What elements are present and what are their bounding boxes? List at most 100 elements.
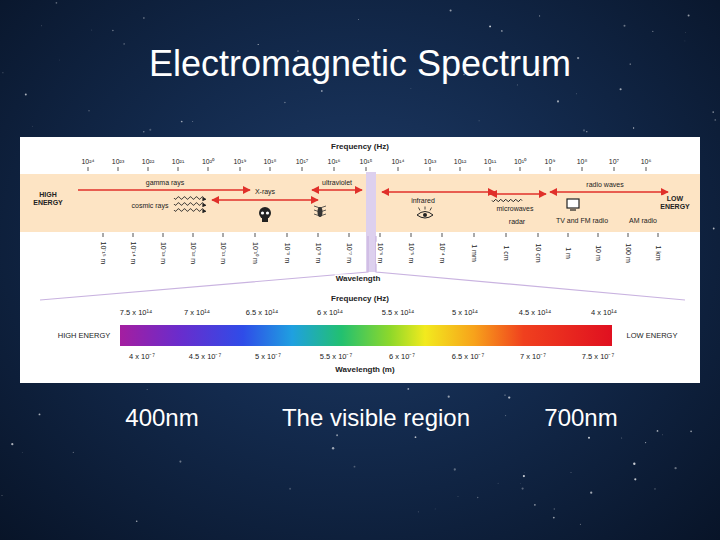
star: [448, 396, 450, 398]
star: [579, 523, 581, 525]
tick-label: 10⁹: [544, 158, 557, 166]
star: [124, 43, 125, 44]
tick-mark: [240, 167, 241, 171]
star: [534, 504, 536, 506]
tick-label: 10⁻¹⁴ m: [129, 241, 137, 266]
star: [657, 430, 659, 432]
range-arrow: [382, 191, 495, 193]
eye-icon: [417, 207, 433, 219]
tick-mark: [460, 167, 461, 171]
band-label: TV and FM radio: [555, 217, 609, 225]
star: [576, 93, 578, 95]
star: [11, 443, 13, 445]
tick-label: 10 cm: [534, 242, 542, 263]
tick-label: 10⁻⁹ m: [283, 242, 291, 265]
star: [690, 430, 692, 432]
range-arrow: [312, 189, 362, 191]
energy-label: HIGH ENERGY: [27, 191, 69, 206]
star: [143, 17, 144, 18]
star: [284, 102, 286, 104]
tick-mark: [118, 167, 119, 171]
tick-label: 7.5 x 10⁻⁷: [581, 353, 615, 362]
star: [588, 437, 590, 439]
star: [590, 492, 592, 494]
tick-label: 7 x 10⁻⁷: [519, 353, 547, 362]
star: [332, 447, 334, 449]
tick-label: 10²⁰: [201, 158, 215, 166]
slide-label: 700nm: [543, 404, 618, 432]
star: [410, 88, 412, 90]
star: [497, 482, 499, 484]
star: [489, 25, 491, 27]
tick-mark: [568, 233, 569, 237]
star: [73, 452, 74, 453]
star: [25, 94, 27, 96]
tick-label: 10¹³: [423, 158, 437, 166]
star: [179, 461, 181, 463]
tick-label: 1 km: [654, 244, 662, 261]
tick-label: 10⁻⁴ m: [438, 242, 446, 265]
star: [645, 442, 646, 443]
tick-label: 10²³: [111, 158, 125, 166]
tick-mark: [520, 167, 521, 171]
tick-mark: [582, 167, 583, 171]
tick-label: 10⁻⁸ m: [314, 242, 322, 265]
star: [508, 396, 510, 398]
star: [712, 111, 714, 113]
star: [147, 389, 148, 390]
tick-mark: [430, 167, 431, 171]
tick-label: 5.5 x 10⁻⁷: [319, 353, 353, 362]
tick-label: 5 x 10¹⁴: [451, 309, 479, 318]
star: [583, 129, 585, 131]
tick-mark: [658, 233, 659, 237]
skull-eye: [266, 211, 269, 214]
star: [415, 436, 417, 438]
star: [454, 468, 456, 470]
tick-mark: [334, 167, 335, 171]
bug-leg: [314, 206, 320, 208]
energy-label: HIGH ENERGY: [57, 332, 112, 341]
star: [633, 127, 634, 128]
tick-label: 10⁻⁶ m: [376, 242, 384, 264]
tick-label: 10¹⁴: [390, 158, 405, 166]
bug-leg: [320, 210, 326, 212]
tick-mark: [223, 233, 224, 237]
eye-lash: [425, 207, 426, 210]
cosmic-ray-wave: [174, 209, 206, 212]
star: [354, 466, 356, 468]
tick-mark: [538, 233, 539, 237]
zoom-line: [376, 236, 685, 300]
energy-label: LOW ENERGY: [626, 332, 679, 341]
star: [336, 434, 338, 436]
star: [713, 228, 715, 230]
tick-label: 1 m: [564, 246, 572, 260]
visible-spectrum-bar: [120, 325, 612, 346]
star: [32, 125, 34, 127]
star: [192, 120, 194, 122]
star: [59, 59, 61, 61]
band-label: ultraviolet: [321, 179, 353, 187]
tick-mark: [287, 233, 288, 237]
tick-label: 10¹¹: [483, 158, 497, 166]
eye-lash: [419, 208, 421, 211]
tick-label: 4.5 x 10¹⁴: [518, 309, 552, 318]
star: [149, 129, 151, 131]
tick-mark: [442, 233, 443, 237]
band-label: AM radio: [628, 217, 658, 225]
bug-leg: [320, 214, 326, 216]
star: [714, 119, 716, 121]
tick-mark: [380, 233, 381, 237]
tick-mark: [474, 233, 475, 237]
axis-title: Wavelength: [335, 274, 382, 283]
eye-pupil: [423, 213, 427, 217]
tick-label: 4 x 10⁻⁷: [128, 353, 156, 362]
tick-label: 10²²: [141, 158, 155, 166]
star: [505, 415, 506, 416]
tick-mark: [318, 233, 319, 237]
tick-mark: [270, 167, 271, 171]
slide-label: 400nm: [124, 404, 199, 432]
star: [450, 9, 452, 11]
tick-label: 4.5 x 10⁻⁷: [188, 353, 222, 362]
tick-label: 10¹⁷: [295, 158, 310, 166]
star: [289, 488, 291, 490]
